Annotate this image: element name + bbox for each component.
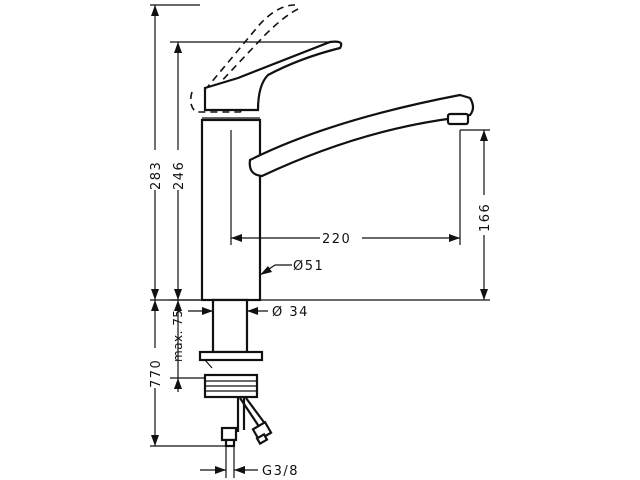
dim-body-height-label: 246 (172, 161, 187, 190)
dim-spout-reach-label: 220 (322, 232, 351, 247)
faucet-lever (202, 40, 343, 119)
supply-hoses (220, 397, 273, 448)
dim-spout-reach: 220 (230, 130, 461, 247)
dim-max-thickness-label: max. 75 (171, 309, 185, 362)
dim-total-height: 283 (146, 4, 200, 300)
dim-total-height-label: 283 (149, 161, 164, 190)
dim-shank-diameter-label: Ø 34 (272, 305, 309, 320)
lever-alternate-position-dashed (189, 4, 301, 113)
dim-hose-length-label: 770 (149, 359, 164, 388)
dim-thread: G3/8 (200, 446, 299, 479)
dim-shank-diameter: Ø 34 (188, 303, 309, 320)
dim-spout-height: 166 (460, 129, 493, 300)
dim-max-thickness: max. 75 (170, 299, 205, 392)
dim-hose-length: 770 (146, 300, 228, 447)
dim-thread-label: G3/8 (262, 464, 299, 479)
dim-body-diameter-label: Ø51 (293, 259, 324, 274)
dim-spout-height-label: 166 (478, 203, 493, 232)
dim-body-height: 246 (169, 41, 330, 300)
faucet-shank (198, 298, 264, 399)
dim-body-diameter: Ø51 (259, 259, 324, 276)
faucet-spout (248, 93, 475, 178)
